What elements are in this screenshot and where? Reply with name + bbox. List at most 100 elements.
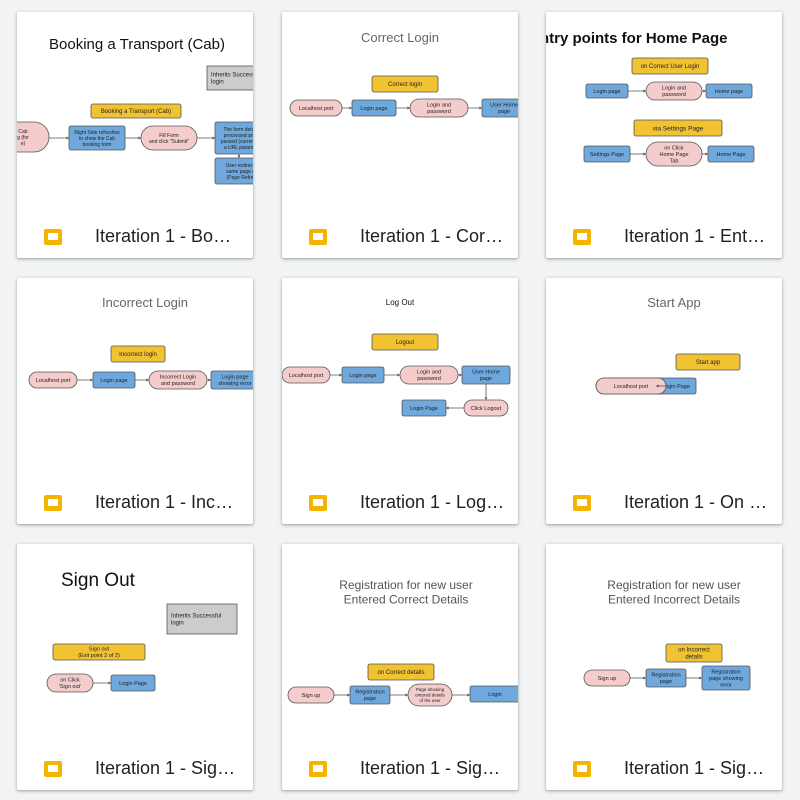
node-label: User Home	[472, 370, 500, 376]
slides-icon	[573, 495, 591, 511]
node-label: Incorrect Login	[160, 375, 196, 381]
node-label: a URL parame	[224, 145, 253, 151]
node-label: and password	[161, 381, 195, 387]
arrow-head	[705, 152, 708, 156]
slide-title: Booking a Transport (Cab)	[49, 36, 225, 53]
node-label: passed (currently	[221, 139, 253, 145]
node-label: Home Page	[716, 152, 745, 158]
slides-icon	[44, 761, 62, 777]
node-label: Login and	[427, 103, 451, 109]
node-label: (Exit point 2 of 2)	[78, 653, 120, 659]
file-title: Iteration 1 - Entry points for Home Page	[624, 226, 770, 246]
process-node	[17, 121, 50, 153]
arrow-head	[405, 693, 408, 697]
node-label: Login page	[221, 375, 248, 381]
arrow-head	[349, 106, 352, 110]
header-box	[633, 119, 723, 137]
arrow-head	[397, 373, 400, 377]
header-box	[675, 353, 741, 371]
node-label: Right Side refreshes	[74, 130, 120, 136]
header-box	[371, 333, 439, 351]
arrow-head	[212, 136, 215, 140]
slide-title: Incorrect Login	[102, 295, 188, 310]
slide-title: Sign Out	[61, 570, 136, 591]
node-label: Localhost port	[299, 106, 334, 112]
slide-title: Log Out	[386, 298, 415, 307]
arrow-head	[446, 406, 449, 410]
node-label: of the user	[419, 698, 441, 703]
header-box	[52, 643, 146, 661]
node-label: Login Page	[662, 384, 690, 390]
arrow-head	[479, 106, 482, 110]
node-label: showing error	[218, 381, 251, 387]
node-label: Fill Form	[159, 133, 178, 139]
file-title: Iteration 1 - Sign up Incorrect Details	[624, 758, 770, 778]
file-title: Iteration 1 - Log Out	[360, 492, 506, 512]
node-label: 'Sign out'	[59, 684, 81, 690]
slide-title: Correct Login	[361, 30, 439, 45]
node-label: Home Page	[659, 152, 688, 158]
node-label: Settings Page	[590, 152, 624, 158]
node-label: Registration	[711, 669, 740, 675]
slide-title: Start App	[647, 295, 700, 310]
slides-icon	[573, 761, 591, 777]
node-label: processed and	[224, 133, 253, 139]
node-label: Home page	[715, 89, 743, 95]
node-label: Logout	[396, 340, 415, 346]
node-label: Login and	[662, 86, 686, 92]
note-text: Inherits Successful	[211, 73, 253, 79]
node-label: Cab	[18, 129, 27, 135]
arrow-head	[643, 676, 646, 680]
node-label: Registration	[355, 690, 384, 696]
node-label: Sign up	[598, 676, 617, 682]
header-box	[90, 103, 182, 119]
card-footer: Iteration 1 - Correct Login	[282, 192, 518, 258]
slide-title: Registration for new user	[607, 578, 740, 592]
node-label: password	[427, 109, 451, 115]
file-title: Iteration 1 - On Start App	[624, 492, 770, 512]
slides-icon	[309, 229, 327, 245]
node-label: Tab	[670, 159, 679, 165]
header-box	[631, 57, 709, 75]
arrow-head	[407, 106, 410, 110]
node-label: page	[364, 696, 376, 702]
node-label: via Settings Page	[653, 125, 704, 132]
arrow-head	[66, 136, 69, 140]
file-card-booking-transport[interactable]: Booking a Transport (Cab) Inherits Succes…	[17, 12, 253, 258]
header-box	[665, 643, 723, 663]
node-label: Sign up	[302, 693, 321, 699]
node-label: User Home	[490, 103, 518, 109]
file-title: Iteration 1 - Booking a Transport (Cab)	[95, 226, 241, 246]
node-label: on Incorrect	[678, 648, 710, 654]
arrow-head	[146, 378, 149, 382]
header-box	[110, 345, 166, 363]
slides-icon	[44, 229, 62, 245]
node-label: Login page	[349, 373, 376, 379]
node-label: to show the Cab	[79, 136, 115, 142]
slide-title: ntry points for Home Page	[546, 30, 728, 47]
node-label: (Page Refre	[227, 175, 253, 181]
slide-thumbnail: Booking a Transport (Cab) Inherits Succes…	[17, 12, 253, 192]
slides-icon	[309, 761, 327, 777]
card-footer: Iteration 1 - Booking a Transport (Cab)	[17, 192, 253, 258]
file-title: Iteration 1 - Incorrect Login	[95, 492, 241, 512]
node-label: Login page	[360, 106, 387, 112]
node-label: page	[660, 679, 672, 685]
page-node	[214, 157, 253, 185]
node-label: details	[685, 655, 702, 661]
node-label: entered details	[415, 693, 445, 698]
node-label: same page (	[226, 169, 253, 175]
card-footer: Iteration 1 - Entry points for Home Page	[546, 192, 782, 258]
